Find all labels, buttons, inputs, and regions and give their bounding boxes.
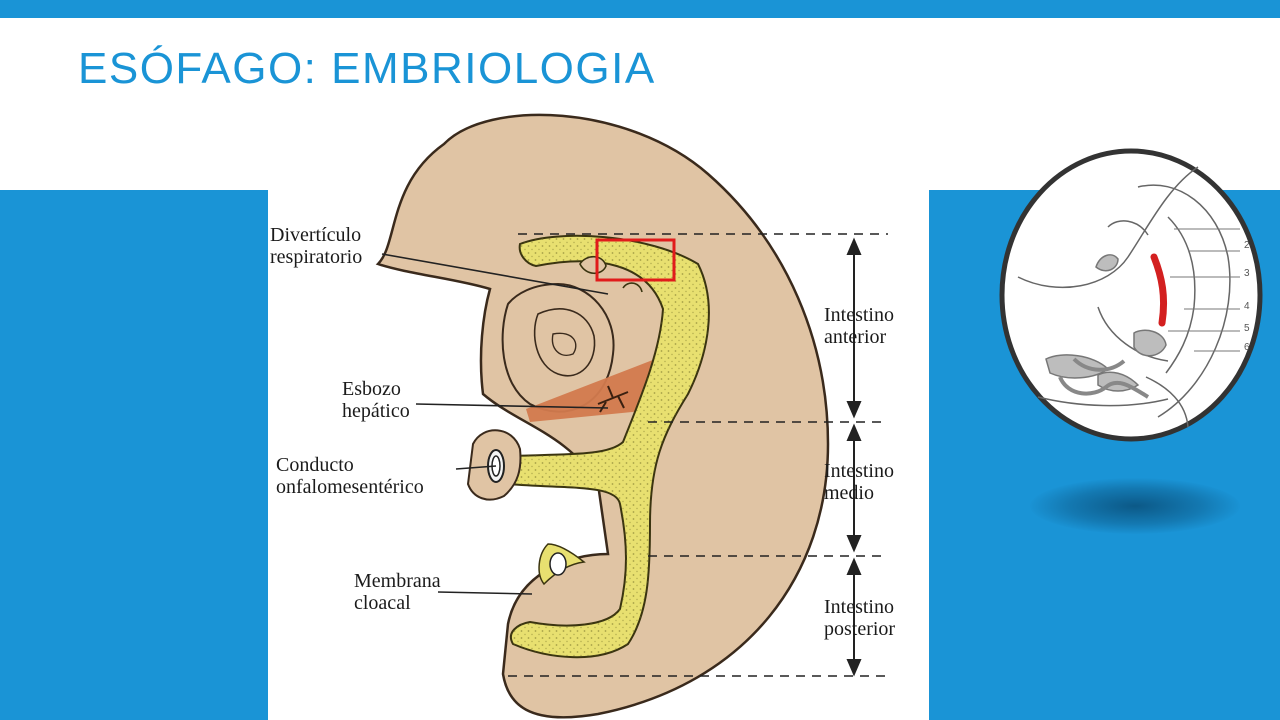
label-line: Intestino (824, 596, 894, 618)
inset-number-3: 3 (1244, 268, 1250, 279)
label-conducto-onfalomesenterico: Conducto onfalomesentérico (276, 454, 424, 498)
label-line: Esbozo (342, 378, 401, 400)
slide-title: ESÓFAGO: EMBRIOLOGIA (78, 44, 656, 93)
label-line: Membrana (354, 570, 441, 592)
inset-number-4: 4 (1244, 301, 1250, 312)
inset-number-6: 6 (1244, 342, 1250, 353)
label-line: onfalomesentérico (276, 476, 424, 498)
inset-circle-figure: 2 3 4 5 6 (998, 147, 1266, 445)
inset-number-5: 5 (1244, 323, 1250, 334)
label-line: medio (824, 482, 874, 504)
label-line: respiratorio (270, 246, 363, 268)
inset-number-2: 2 (1244, 240, 1250, 251)
label-intestino-posterior: Intestino posterior (824, 596, 895, 640)
left-blue-panel (0, 190, 268, 720)
inset-shadow (1030, 478, 1240, 534)
label-line: posterior (824, 618, 896, 640)
highlight-box (595, 238, 676, 282)
label-line: hepático (342, 400, 410, 422)
label-line: Intestino (824, 460, 894, 482)
label-intestino-anterior: Intestino anterior (824, 304, 894, 348)
label-intestino-medio: Intestino medio (824, 460, 894, 504)
embryo-figure: Divertículo respiratorio Esbozo hepático… (268, 104, 929, 720)
label-line: cloacal (354, 592, 411, 614)
label-diverticulo-respiratorio: Divertículo respiratorio (270, 224, 362, 268)
label-line: Intestino (824, 304, 894, 326)
inset-esophagus-highlight (1150, 253, 1168, 327)
label-line: anterior (824, 326, 887, 348)
label-membrana-cloacal: Membrana cloacal (354, 570, 441, 614)
label-line: Conducto (276, 454, 354, 476)
inset-drawing (999, 148, 1263, 442)
label-line: Divertículo (270, 224, 362, 246)
embryo-drawing (375, 113, 888, 719)
embryo-body (375, 113, 830, 719)
top-accent-band (0, 0, 1280, 18)
label-esbozo-hepatico: Esbozo hepático (342, 378, 410, 422)
liver-bud (526, 356, 663, 422)
